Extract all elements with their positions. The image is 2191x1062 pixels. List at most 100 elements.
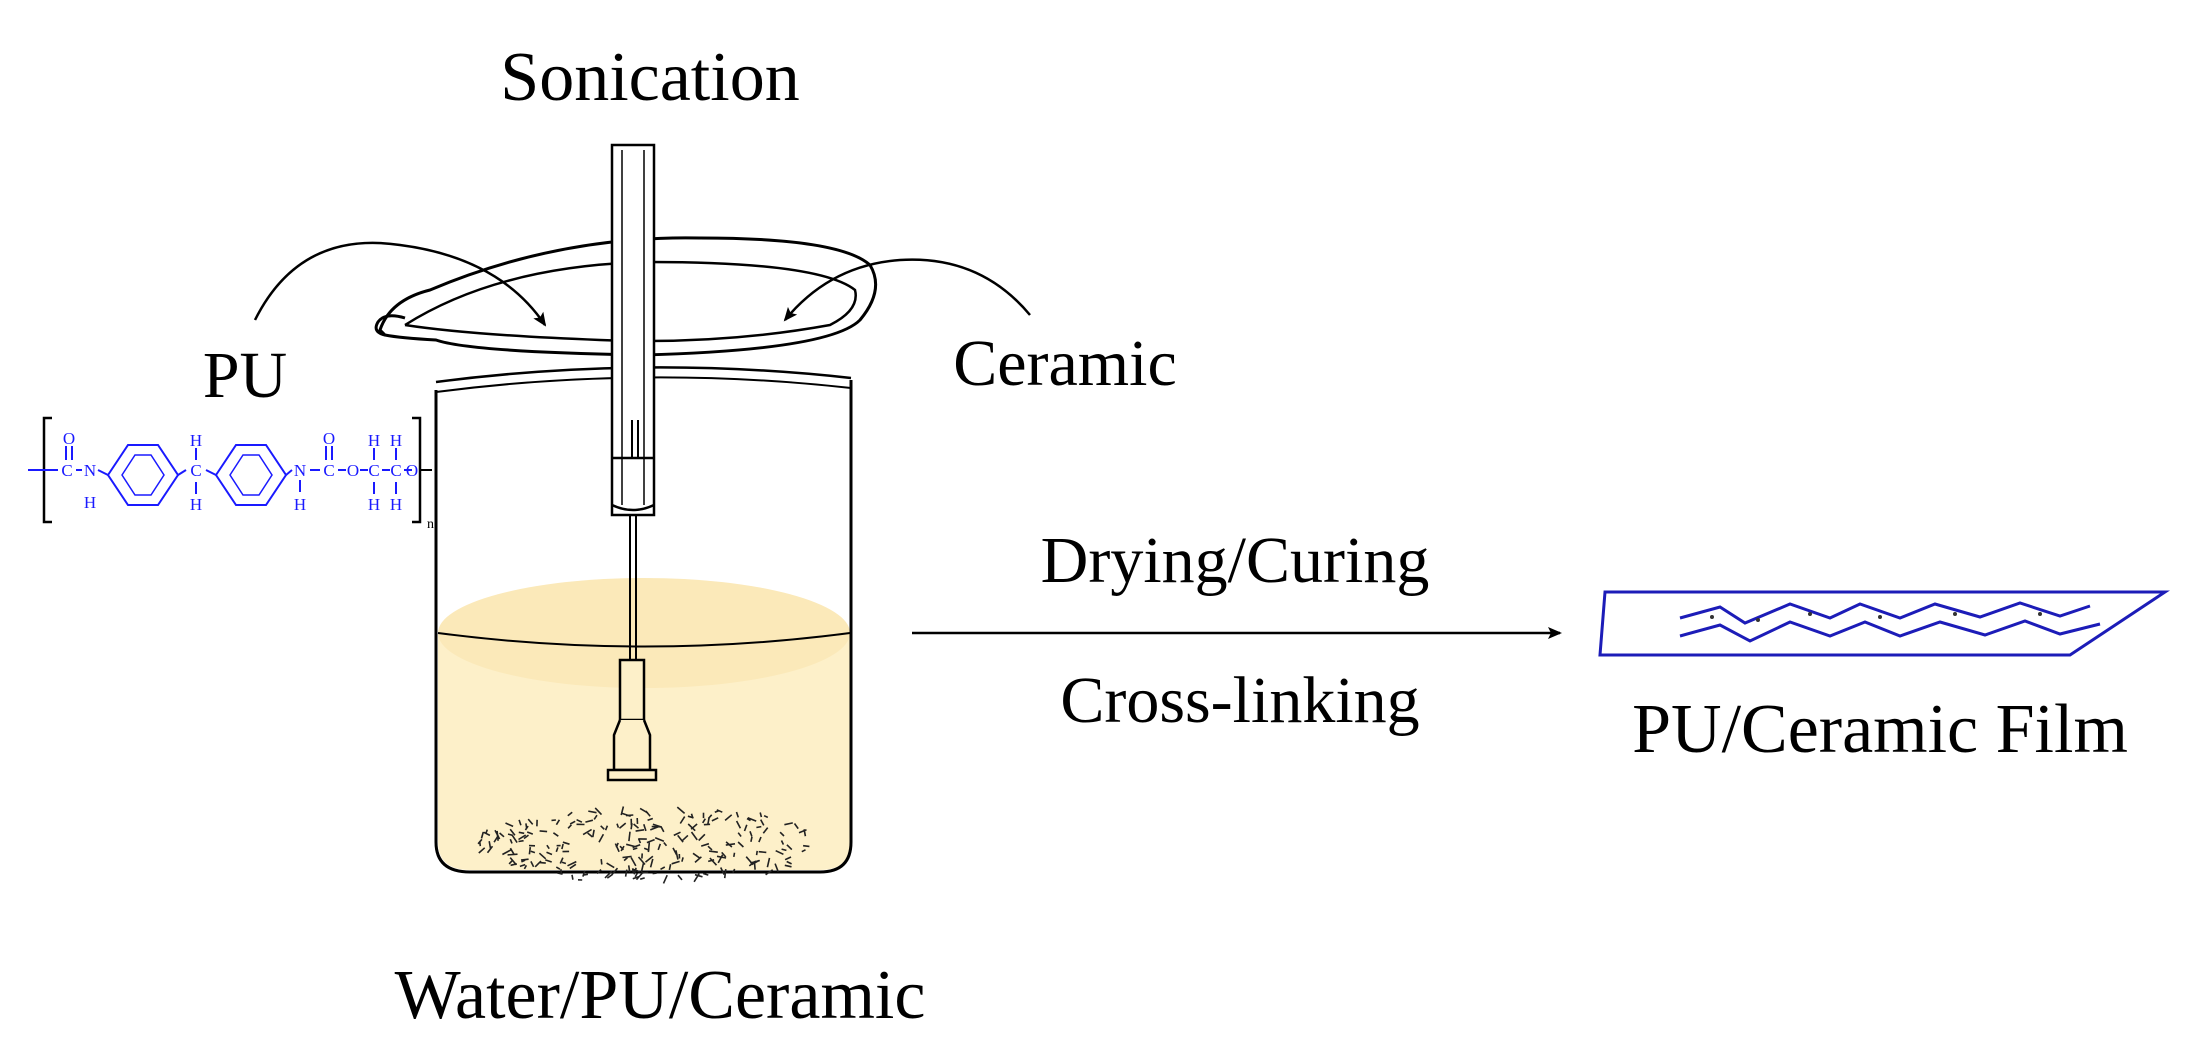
particle xyxy=(486,845,494,854)
particle xyxy=(507,853,518,856)
pu-arrow xyxy=(253,241,547,327)
svg-text:C: C xyxy=(368,461,379,480)
particle xyxy=(530,850,536,854)
sonication-label: Sonication xyxy=(500,39,799,116)
particle xyxy=(576,818,583,823)
particle xyxy=(716,855,727,859)
particle xyxy=(494,829,501,840)
particle xyxy=(692,852,701,859)
particle xyxy=(690,831,698,841)
particle xyxy=(671,860,680,865)
particle xyxy=(604,870,613,879)
particle xyxy=(662,874,668,884)
particle xyxy=(784,856,792,861)
particle xyxy=(606,873,614,879)
particle xyxy=(633,823,640,829)
particle xyxy=(747,816,757,822)
particle xyxy=(569,863,577,870)
particle xyxy=(539,861,546,864)
particle xyxy=(709,857,718,866)
particle xyxy=(600,825,605,830)
particle xyxy=(623,856,629,862)
particle xyxy=(488,841,492,849)
particle xyxy=(527,818,534,825)
svg-text:H: H xyxy=(294,495,306,514)
particle xyxy=(774,863,779,872)
pu-ceramic-film xyxy=(1598,590,2170,657)
particle xyxy=(587,832,594,838)
particle xyxy=(798,829,807,834)
particle xyxy=(561,861,567,865)
particle xyxy=(702,818,706,824)
particle xyxy=(559,857,564,864)
particle xyxy=(698,833,706,842)
beaker-wall-right xyxy=(470,380,853,874)
film-caption: PU/Ceramic Film xyxy=(1632,691,2128,768)
particle xyxy=(508,859,514,865)
particle xyxy=(673,831,681,837)
particle xyxy=(480,831,485,839)
particle xyxy=(598,833,605,843)
particle xyxy=(668,864,672,871)
particle xyxy=(557,872,563,875)
particle xyxy=(534,860,542,868)
particle xyxy=(793,823,799,830)
particle xyxy=(477,838,483,845)
particle xyxy=(637,838,642,844)
particle xyxy=(733,852,736,858)
particle xyxy=(645,855,654,863)
particle xyxy=(507,833,513,837)
particle xyxy=(724,814,733,822)
particle xyxy=(707,845,713,851)
particle xyxy=(737,841,744,848)
particle xyxy=(654,837,665,842)
drying-curing-label: Drying/Curing xyxy=(1041,524,1430,597)
svg-text:O: O xyxy=(347,461,359,480)
svg-text:H: H xyxy=(390,495,402,514)
particle xyxy=(716,809,723,813)
particle xyxy=(681,834,689,842)
particle xyxy=(593,814,598,820)
particle xyxy=(753,862,756,870)
sonication-probe xyxy=(606,143,658,782)
particle xyxy=(690,823,698,830)
particle xyxy=(745,856,752,863)
particle xyxy=(518,834,527,841)
particle xyxy=(643,823,647,832)
particle xyxy=(652,872,657,875)
particle xyxy=(663,841,668,847)
particle xyxy=(749,831,753,837)
particle xyxy=(569,820,576,825)
svg-text:H: H xyxy=(390,431,402,450)
particle xyxy=(499,832,505,838)
particle xyxy=(657,843,662,851)
particle xyxy=(677,834,684,843)
particle xyxy=(725,843,736,846)
particle xyxy=(600,859,603,865)
particle xyxy=(546,851,553,856)
particle xyxy=(520,858,529,861)
svg-text:N: N xyxy=(294,461,306,480)
particle xyxy=(763,814,769,819)
particle xyxy=(675,850,679,860)
liquid-surface xyxy=(438,578,850,688)
svg-text:H: H xyxy=(368,495,380,514)
particle xyxy=(523,865,528,870)
particle xyxy=(628,831,631,842)
particle xyxy=(633,867,637,875)
particle xyxy=(562,841,570,845)
ceramic-label: Ceramic xyxy=(953,327,1177,400)
particle xyxy=(639,877,645,880)
particle xyxy=(478,847,486,854)
particle xyxy=(694,856,702,864)
particle xyxy=(524,825,529,831)
particle xyxy=(585,819,594,823)
svg-text:H: H xyxy=(84,493,96,512)
svg-text:C: C xyxy=(190,461,201,480)
ceramic-particles xyxy=(477,806,810,884)
particle xyxy=(606,862,615,869)
particle xyxy=(604,825,609,831)
particle xyxy=(630,857,637,867)
particle xyxy=(750,859,761,864)
